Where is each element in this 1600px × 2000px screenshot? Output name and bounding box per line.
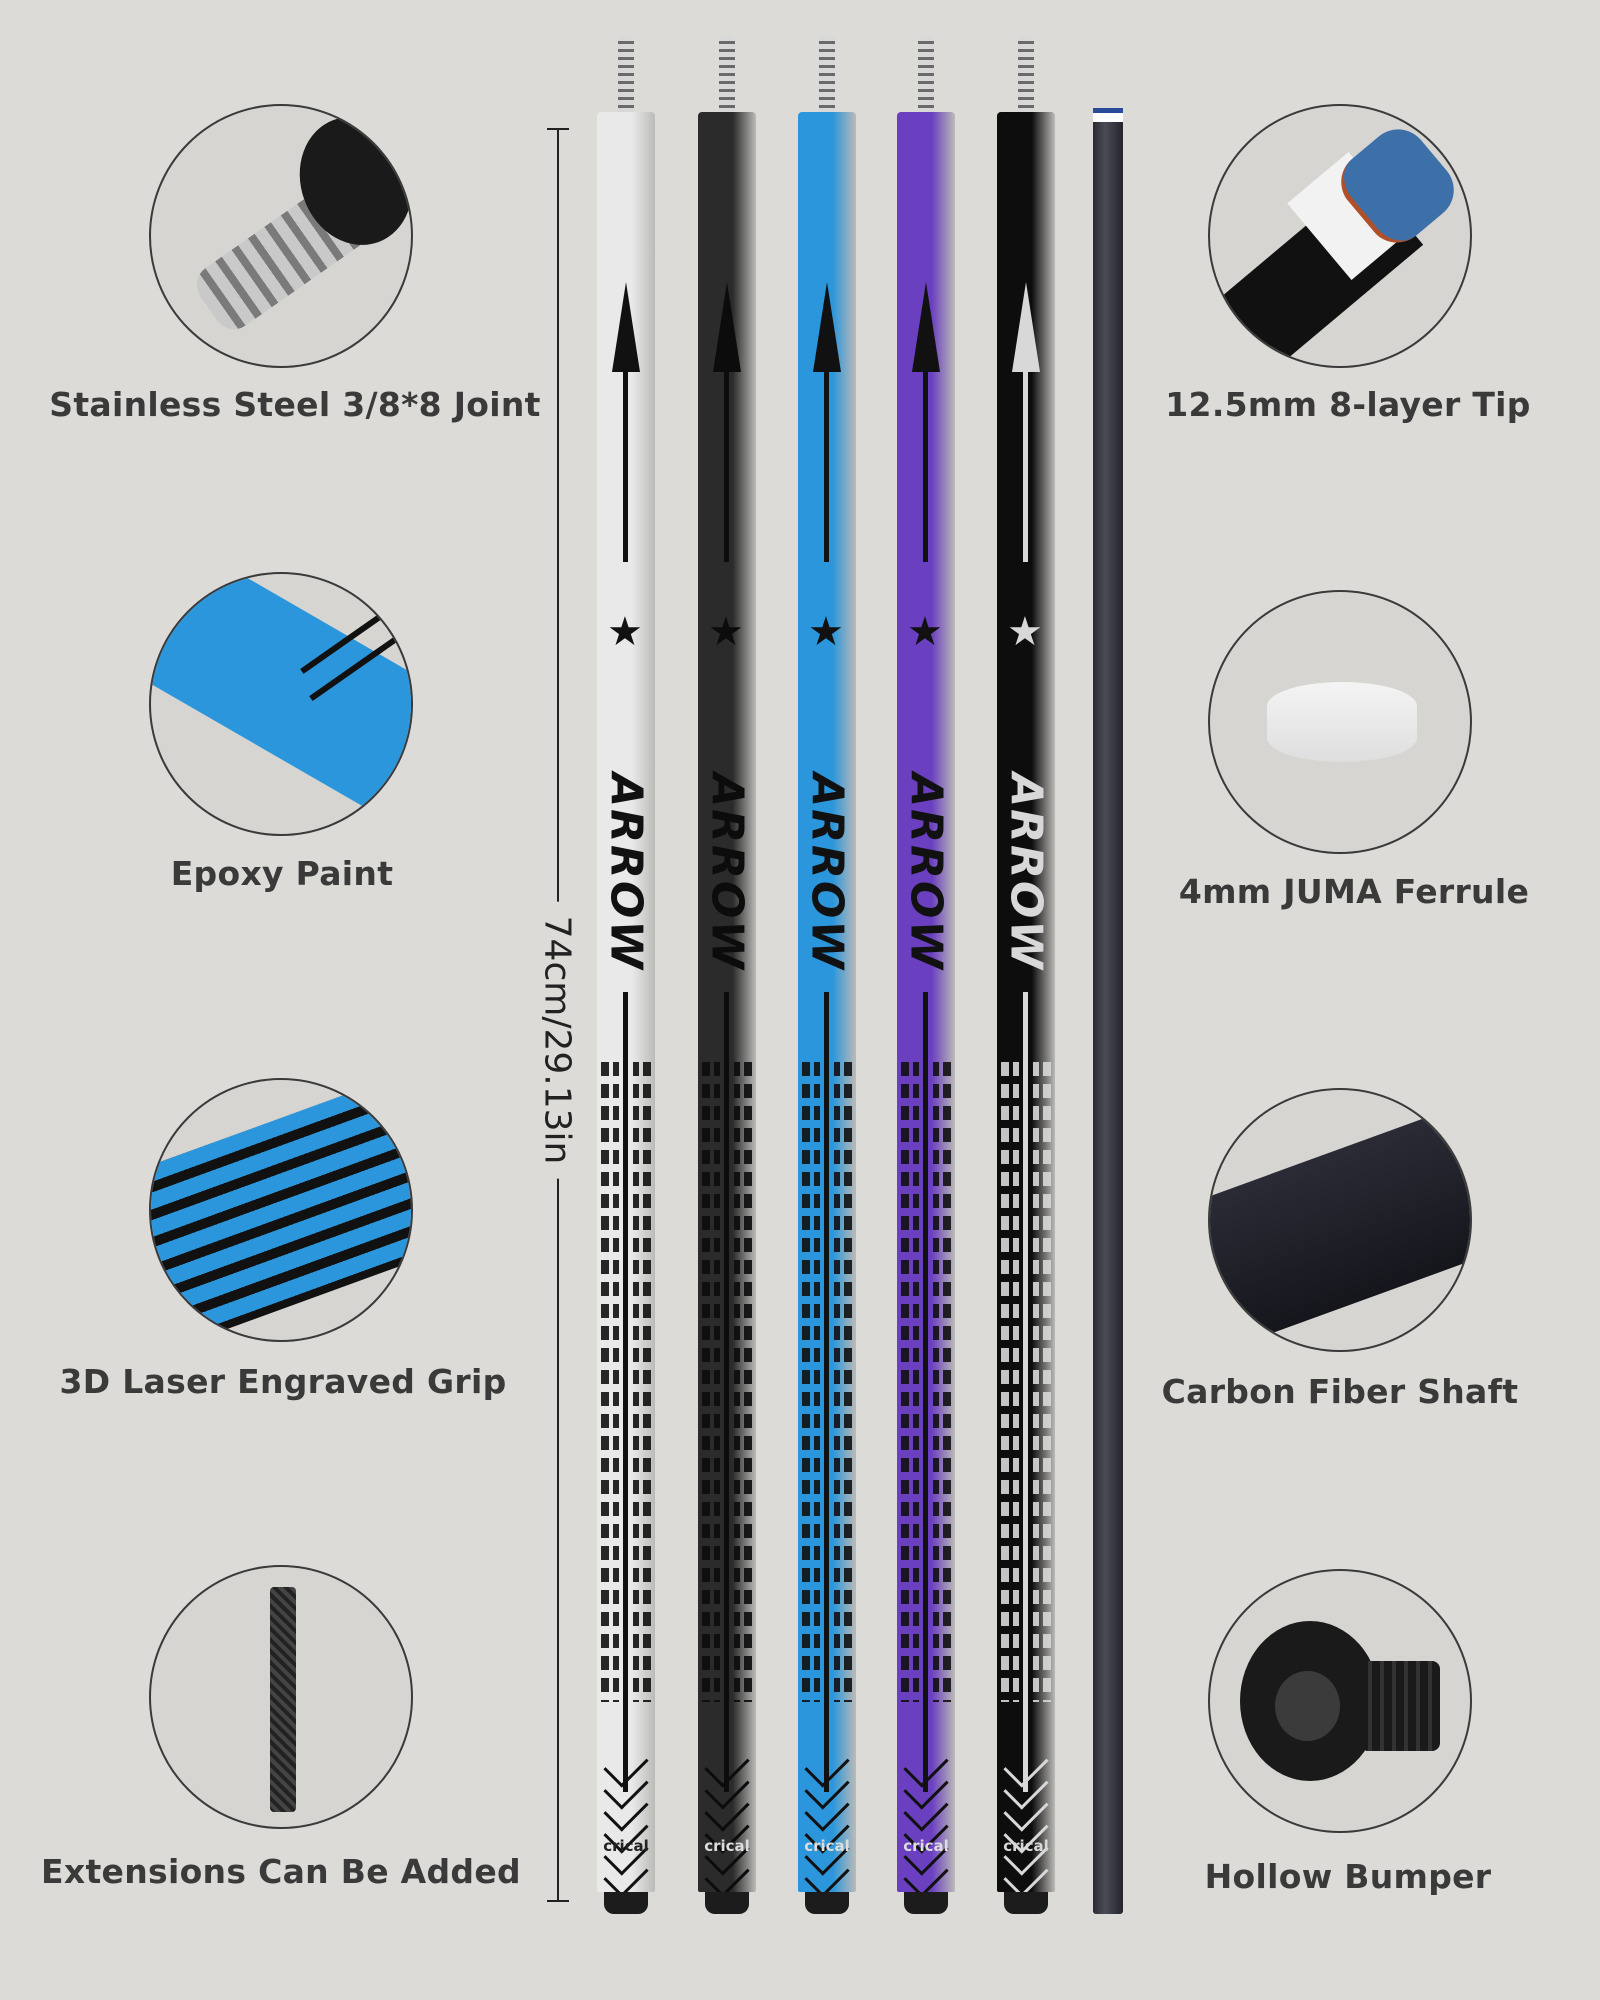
shaft-tip bbox=[1093, 108, 1123, 122]
joint-pin bbox=[1018, 36, 1034, 114]
arrow-shaft-line bbox=[724, 362, 729, 562]
feature-label-carbon-shaft: Carbon Fiber Shaft bbox=[1161, 1372, 1519, 1411]
carbon-shaft-image bbox=[1208, 1088, 1472, 1352]
cue-body: ★ ARROW crical bbox=[597, 112, 655, 1892]
arrow-mark bbox=[612, 282, 640, 372]
crical-logo: crical bbox=[1003, 1837, 1049, 1855]
cue-body: ★ ARROW crical bbox=[698, 112, 756, 1892]
starfish-logo-icon: ★ bbox=[1007, 609, 1043, 655]
joint-pin bbox=[618, 36, 634, 114]
feature-label-epoxy: Epoxy Paint bbox=[170, 854, 394, 893]
joint-pin bbox=[719, 36, 735, 114]
cue-butt: ★ ARROW crical bbox=[597, 36, 655, 1926]
cue-body: ★ ARROW crical bbox=[897, 112, 955, 1892]
epoxy-paint-image bbox=[149, 572, 413, 836]
tip-detail-image bbox=[1208, 104, 1472, 368]
dimension-tick-bottom bbox=[547, 1900, 569, 1902]
joint-detail-image bbox=[149, 104, 413, 368]
arrow-shaft-line bbox=[923, 362, 928, 562]
bumper bbox=[705, 1892, 749, 1914]
brand-text: ARROW bbox=[801, 773, 853, 971]
ferrule-image bbox=[1208, 590, 1472, 854]
starfish-logo-icon: ★ bbox=[907, 609, 943, 655]
starfish-logo-icon: ★ bbox=[708, 609, 744, 655]
feature-label-ferrule: 4mm JUMA Ferrule bbox=[1178, 872, 1530, 911]
extension-image bbox=[149, 1565, 413, 1829]
bumper bbox=[1004, 1892, 1048, 1914]
arrow-shaft-line bbox=[824, 362, 829, 562]
joint-pin bbox=[918, 36, 934, 114]
cue-butt: ★ ARROW crical bbox=[897, 36, 955, 1926]
brand-text: ARROW bbox=[600, 773, 652, 971]
starfish-logo-icon: ★ bbox=[607, 609, 643, 655]
carbon-shaft bbox=[1093, 112, 1123, 1914]
bumper bbox=[805, 1892, 849, 1914]
arrow-mark bbox=[713, 282, 741, 372]
crical-logo: crical bbox=[903, 1837, 949, 1855]
arrow-mark bbox=[813, 282, 841, 372]
feature-label-grip: 3D Laser Engraved Grip bbox=[59, 1362, 507, 1401]
engraved-grip bbox=[901, 1062, 951, 1702]
feature-label-tip: 12.5mm 8-layer Tip bbox=[1165, 385, 1531, 424]
paint-icon bbox=[151, 574, 411, 834]
crical-logo: crical bbox=[603, 1837, 649, 1855]
cue-body: ★ ARROW crical bbox=[798, 112, 856, 1892]
shaft-icon bbox=[1210, 1092, 1470, 1350]
feature-label-extension: Extensions Can Be Added bbox=[41, 1852, 521, 1891]
bumper bbox=[604, 1892, 648, 1914]
brand-text: ARROW bbox=[1000, 773, 1052, 971]
joint-pin bbox=[819, 36, 835, 114]
grip-detail-image bbox=[149, 1078, 413, 1342]
cue-butt: ★ ARROW crical bbox=[798, 36, 856, 1926]
arrow-mark bbox=[1012, 282, 1040, 372]
engraved-grip bbox=[1001, 1062, 1051, 1702]
arrow-mark bbox=[912, 282, 940, 372]
extension-icon bbox=[270, 1587, 296, 1812]
dimension-label: 74cm/29.13in bbox=[536, 901, 578, 1179]
cue-butt: ★ ARROW crical bbox=[698, 36, 756, 1926]
brand-text: ARROW bbox=[701, 773, 753, 971]
engraved-grip bbox=[802, 1062, 852, 1702]
feature-label-joint: Stainless Steel 3/8*8 Joint bbox=[49, 385, 541, 424]
brand-text: ARROW bbox=[900, 773, 952, 971]
feature-label-bumper: Hollow Bumper bbox=[1204, 1857, 1492, 1896]
bumper bbox=[904, 1892, 948, 1914]
ferrule-icon bbox=[1267, 682, 1417, 762]
grip-icon bbox=[151, 1080, 411, 1340]
crical-logo: crical bbox=[704, 1837, 750, 1855]
arrow-shaft-line bbox=[1023, 362, 1028, 562]
cue-butt: ★ ARROW crical bbox=[997, 36, 1055, 1926]
engraved-grip bbox=[601, 1062, 651, 1702]
starfish-logo-icon: ★ bbox=[808, 609, 844, 655]
engraved-grip bbox=[702, 1062, 752, 1702]
arrow-shaft-line bbox=[623, 362, 628, 562]
crical-logo: crical bbox=[804, 1837, 850, 1855]
bumper-image bbox=[1208, 1569, 1472, 1833]
cue-body: ★ ARROW crical bbox=[997, 112, 1055, 1892]
